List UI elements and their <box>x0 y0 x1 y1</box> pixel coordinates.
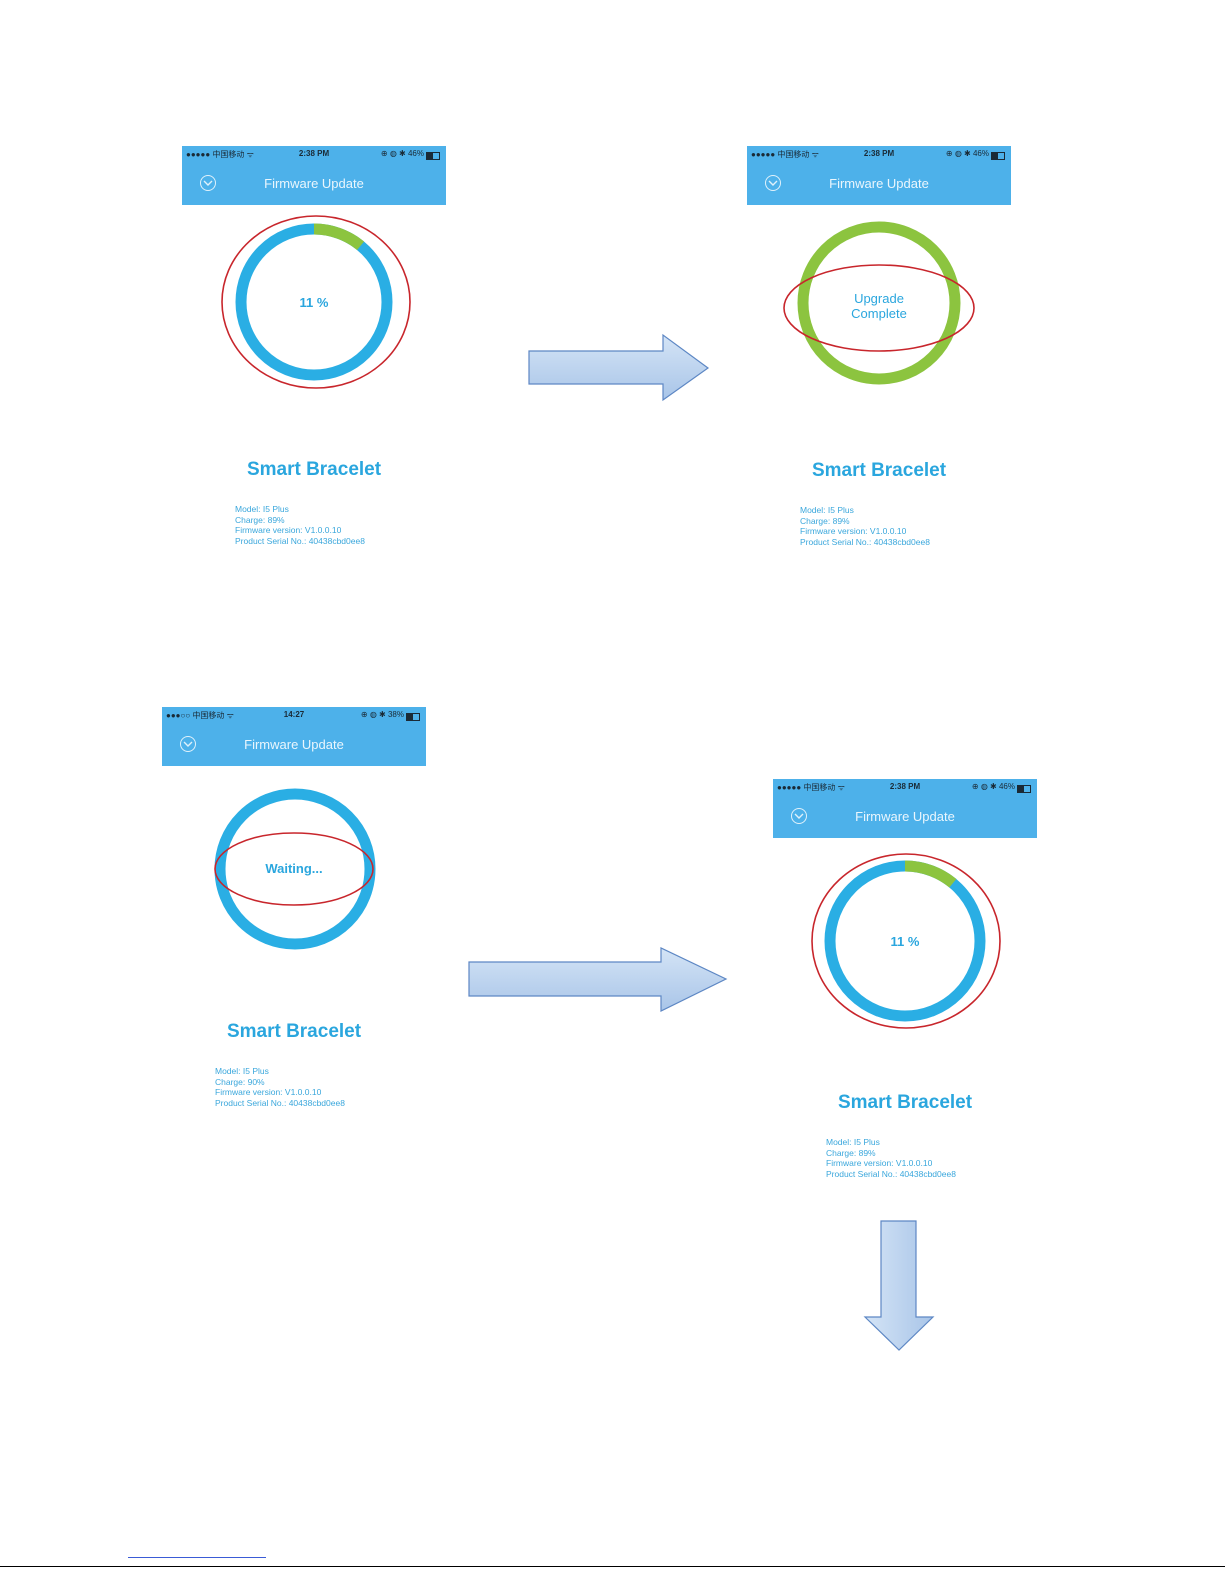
progress-ring: 11 % <box>182 205 446 405</box>
info-serial: Product Serial No.: 40438cbd0ee8 <box>215 1097 345 1108</box>
status-time: 2:38 PM <box>298 149 330 158</box>
footnote-separator <box>128 1557 266 1558</box>
screen-waiting: ●●●○○ 中国移动 ᯤ 14:27 ⊕ ◍ ✱ 38% Firmware Up… <box>162 707 426 1108</box>
status-time: 14:27 <box>283 710 305 719</box>
page-bottom-rule <box>0 1566 1225 1567</box>
ring-label-line1: Upgrade <box>854 291 904 306</box>
ring-progress-arc <box>824 860 986 1022</box>
info-charge: Charge: 89% <box>800 515 850 526</box>
info-serial: Product Serial No.: 40438cbd0ee8 <box>800 536 930 547</box>
nav-bar: Firmware Update <box>182 163 446 205</box>
info-serial: Product Serial No.: 40438cbd0ee8 <box>826 1168 956 1179</box>
progress-ring: Upgrade Complete <box>747 205 1011 405</box>
status-indicators: ⊕ ◍ ✱ 38% <box>360 710 420 721</box>
info-model: Model: I5 Plus <box>826 1137 880 1147</box>
info-firmware: Firmware version: V1.0.0.10 <box>826 1158 933 1168</box>
carrier-signal: ●●●●● 中国移动 ᯤ <box>777 783 845 792</box>
battery-icon <box>991 152 1005 160</box>
device-info: Model: I5 Plus Charge: 89% Firmware vers… <box>800 505 930 547</box>
info-firmware: Firmware version: V1.0.0.10 <box>215 1087 322 1097</box>
highlight-ellipse <box>221 215 411 389</box>
page-title: Firmware Update <box>244 737 344 752</box>
nav-bar: Firmware Update <box>773 796 1037 838</box>
info-model: Model: I5 Plus <box>235 504 289 514</box>
screen-progress-bottom: ●●●●● 中国移动 ᯤ 2:38 PM ⊕ ◍ ✱ 46% Firmware … <box>773 779 1037 1179</box>
device-info: Model: I5 Plus Charge: 89% Firmware vers… <box>235 504 365 546</box>
carrier-signal: ●●●○○ 中国移动 ᯤ <box>166 711 234 720</box>
battery-percent: ⊕ ◍ ✱ 46% <box>945 149 989 158</box>
highlight-ellipse <box>783 264 975 352</box>
battery-percent: ⊕ ◍ ✱ 38% <box>360 710 404 719</box>
chevron-down-icon[interactable] <box>180 736 196 752</box>
device-name: Smart Bracelet <box>837 1092 973 1113</box>
chevron-down-icon[interactable] <box>200 175 216 191</box>
device-name: Smart Bracelet <box>226 1021 362 1042</box>
progress-percent: 11 % <box>299 295 329 310</box>
status-bar: ●●●●● 中国移动 ᯤ 2:38 PM ⊕ ◍ ✱ 46% <box>773 779 1037 796</box>
info-firmware: Firmware version: V1.0.0.10 <box>800 526 907 536</box>
progress-ring-graphic <box>221 215 411 389</box>
device-info: Model: I5 Plus Charge: 90% Firmware vers… <box>215 1066 345 1108</box>
battery-percent: ⊕ ◍ ✱ 46% <box>380 149 424 158</box>
carrier-signal: ●●●●● 中国移动 ᯤ <box>186 150 254 159</box>
progress-percent: 11 % <box>890 934 920 949</box>
screen-progress-top: ●●●●● 中国移动 ᯤ 2:38 PM ⊕ ◍ ✱ 46% Firmware … <box>182 146 446 546</box>
progress-ring-graphic <box>783 221 975 385</box>
info-model: Model: I5 Plus <box>800 505 854 515</box>
chevron-down-icon[interactable] <box>765 175 781 191</box>
progress-ring-graphic <box>214 788 376 950</box>
page-title: Firmware Update <box>829 176 929 191</box>
status-bar: ●●●●● 中国移动 ᯤ 2:38 PM ⊕ ◍ ✱ 46% <box>747 146 1011 163</box>
nav-bar: Firmware Update <box>162 724 426 766</box>
upgrade-complete-label: Upgrade Complete <box>747 291 1011 321</box>
status-indicators: ⊕ ◍ ✱ 46% <box>945 149 1005 160</box>
carrier-signal: ●●●●● 中国移动 ᯤ <box>751 150 819 159</box>
battery-icon <box>1017 785 1031 793</box>
status-indicators: ⊕ ◍ ✱ 46% <box>971 782 1031 793</box>
page-title: Firmware Update <box>855 809 955 824</box>
info-charge: Charge: 90% <box>215 1076 265 1087</box>
page-title: Firmware Update <box>264 176 364 191</box>
battery-percent: ⊕ ◍ ✱ 46% <box>971 782 1015 791</box>
progress-ring: 11 % <box>773 838 1037 1038</box>
battery-icon <box>426 152 440 160</box>
status-time: 2:38 PM <box>863 149 895 158</box>
status-time: 2:38 PM <box>889 782 921 791</box>
status-indicators: ⊕ ◍ ✱ 46% <box>380 149 440 160</box>
waiting-label: Waiting... <box>265 861 323 876</box>
ring-complete <box>797 221 961 385</box>
info-model: Model: I5 Plus <box>215 1066 269 1076</box>
right-arrow-icon <box>528 333 710 402</box>
device-name: Smart Bracelet <box>811 460 947 481</box>
highlight-ellipse <box>214 832 374 906</box>
device-name: Smart Bracelet <box>246 459 382 480</box>
chevron-down-icon[interactable] <box>791 808 807 824</box>
highlight-ellipse <box>811 853 1001 1029</box>
nav-bar: Firmware Update <box>747 163 1011 205</box>
right-arrow-icon <box>468 947 728 1012</box>
screen-complete: ●●●●● 中国移动 ᯤ 2:38 PM ⊕ ◍ ✱ 46% Firmware … <box>747 146 1011 547</box>
progress-ring: Waiting... <box>162 766 426 966</box>
ring-progress-arc <box>235 223 393 381</box>
progress-ring-graphic <box>811 853 1001 1029</box>
battery-icon <box>406 713 420 721</box>
info-serial: Product Serial No.: 40438cbd0ee8 <box>235 535 365 546</box>
status-bar: ●●●○○ 中国移动 ᯤ 14:27 ⊕ ◍ ✱ 38% <box>162 707 426 724</box>
device-info: Model: I5 Plus Charge: 89% Firmware vers… <box>826 1137 956 1179</box>
status-bar: ●●●●● 中国移动 ᯤ 2:38 PM ⊕ ◍ ✱ 46% <box>182 146 446 163</box>
ring-label-line2: Complete <box>851 306 907 321</box>
info-charge: Charge: 89% <box>826 1147 876 1158</box>
down-arrow-icon <box>863 1220 935 1351</box>
ring-track <box>214 788 376 950</box>
info-charge: Charge: 89% <box>235 514 285 525</box>
info-firmware: Firmware version: V1.0.0.10 <box>235 525 342 535</box>
